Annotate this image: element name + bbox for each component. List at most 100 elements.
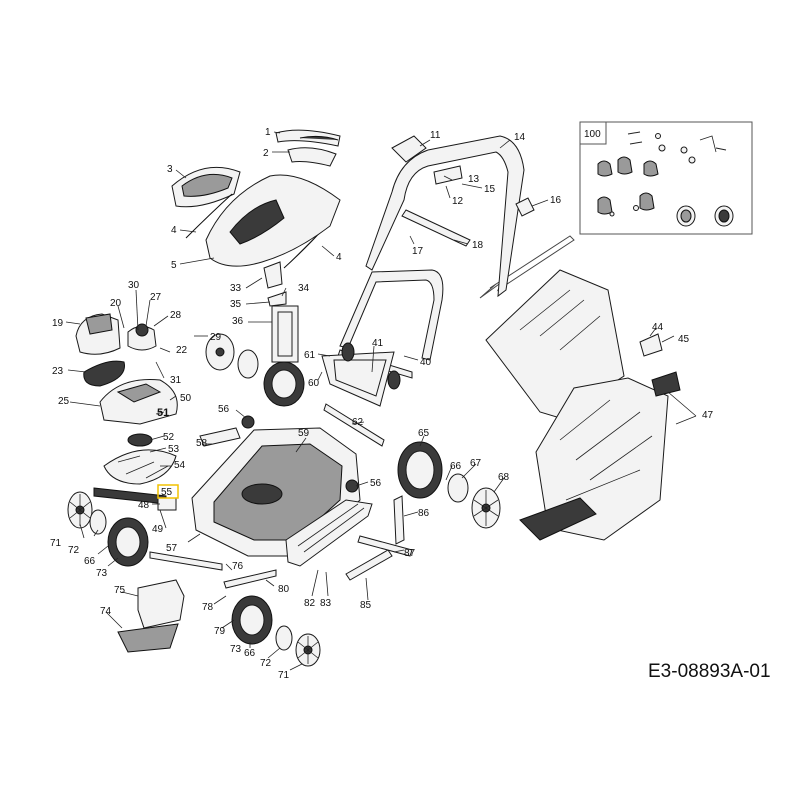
callout-66a: 66 [450, 461, 462, 472]
callout-44: 44 [652, 322, 664, 333]
panel-part-36 [271, 305, 299, 363]
callout-68: 68 [498, 472, 510, 483]
callout-55-highlight [157, 484, 179, 499]
disc-part-67 [447, 473, 469, 503]
callout-17: 17 [412, 246, 424, 257]
callout-25: 25 [58, 396, 70, 407]
callout-19: 19 [52, 318, 64, 329]
cable-clip-part-11 [391, 135, 427, 163]
knob-part-16 [515, 197, 535, 217]
gear-part-56b [345, 479, 359, 493]
callout-48: 48 [138, 500, 150, 511]
callout-15: 15 [484, 184, 496, 195]
trim-part-58 [199, 427, 241, 447]
callout-86: 86 [418, 508, 430, 519]
hubcap-part-29 [205, 333, 235, 371]
callout-87: 87 [404, 548, 416, 559]
callout-75: 75 [114, 585, 126, 596]
callout-76: 76 [232, 561, 244, 572]
callout-35: 35 [230, 299, 242, 310]
callout-23: 23 [52, 366, 64, 377]
callout-80: 80 [278, 584, 290, 595]
disc-part-72b [275, 625, 293, 651]
lower-handle-part-40 [339, 269, 444, 361]
callout-53: 53 [168, 444, 180, 455]
blade-bolt-part-49 [157, 497, 177, 511]
drawing-id: E3-08893A-01 [648, 661, 771, 682]
callout-55: 55 [161, 487, 173, 498]
bag-frame [485, 269, 625, 419]
box-part-75 [137, 579, 185, 629]
callout-13: 13 [468, 174, 480, 185]
top-cover-group [171, 129, 341, 363]
callout-60: 60 [308, 378, 320, 389]
fan-part-54 [103, 449, 177, 485]
callout-5: 5 [171, 260, 177, 271]
front-left-wheel-part-73 [107, 517, 149, 567]
handle-assembly [321, 135, 535, 447]
fan-hub-part-52 [127, 433, 153, 447]
callout-31: 31 [170, 375, 182, 386]
callout-27: 27 [150, 292, 162, 303]
callout-14: 14 [514, 132, 526, 143]
axle-part-80 [223, 569, 277, 589]
callout-72a: 72 [68, 545, 80, 556]
handle-grip-part-2 [287, 147, 337, 167]
handle-knob-part-41a [341, 342, 355, 362]
bag-clip-part-44 [639, 333, 663, 357]
callout-57: 57 [166, 543, 178, 554]
callout-61: 61 [304, 350, 316, 361]
switch-box-part-13 [433, 165, 463, 185]
callout-67: 67 [470, 458, 482, 469]
tray-part-74 [117, 623, 179, 653]
trim-strip-part-4a [185, 193, 233, 239]
callout-2: 2 [263, 148, 269, 159]
blade-part-48 [93, 487, 167, 505]
hardware-kit-box: 100 [579, 121, 753, 235]
disc-part-72a [89, 509, 107, 535]
callout-54: 54 [174, 460, 186, 471]
callout-45: 45 [678, 334, 690, 345]
kit-knobs-icon [597, 156, 659, 217]
callout-51: 51 [157, 407, 169, 419]
rod-part-62 [323, 403, 385, 447]
callout-66b: 66 [84, 556, 96, 567]
callout-12: 12 [452, 196, 464, 207]
kit-wheel-nuts-icon [676, 205, 734, 227]
callout-52: 52 [163, 432, 175, 443]
callout-49: 49 [152, 524, 164, 535]
upper-handle-part-14 [365, 135, 525, 298]
hubcap-part-68 [471, 487, 501, 529]
callout-71a: 71 [50, 538, 62, 549]
callout-58: 58 [196, 438, 208, 449]
callout-66c: 66 [244, 648, 256, 659]
callout-41: 41 [372, 338, 384, 349]
callout-85: 85 [360, 600, 372, 611]
callout-82: 82 [304, 598, 316, 609]
callout-71b: 71 [278, 670, 290, 681]
callout-29: 29 [210, 332, 222, 343]
mower-deck [149, 427, 413, 589]
callout-33: 33 [230, 283, 242, 294]
rear-left-wheel-part-73 [231, 595, 273, 645]
hubcap-part-71a [67, 491, 93, 529]
callout-1: 1 [265, 127, 271, 138]
callout-34: 34 [298, 283, 310, 294]
callout-30: 30 [128, 280, 140, 291]
grass-bag-assembly [485, 269, 681, 541]
callout-labels: 1 2 3 4 4 5 11 12 13 14 15 16 17 18 19 2… [50, 127, 714, 681]
switch-part-35 [267, 291, 287, 307]
callout-47: 47 [702, 410, 714, 421]
callout-74: 74 [100, 606, 112, 617]
lever-part-86 [393, 495, 405, 545]
callout-83: 83 [320, 598, 332, 609]
front-right-wheel-part-65 [397, 441, 443, 499]
leader-lines [65, 131, 697, 671]
callout-73b: 73 [230, 644, 242, 655]
motor-group [75, 313, 178, 511]
callout-4a: 4 [171, 225, 177, 236]
callout-18: 18 [472, 240, 484, 251]
bag-comb [519, 497, 597, 541]
callout-62: 62 [352, 417, 364, 428]
